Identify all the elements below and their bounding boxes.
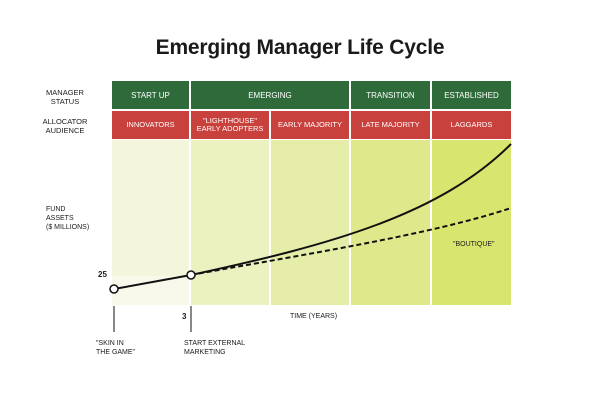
band-late-majority (351, 140, 430, 305)
audience-early-majority: EARLY MAJORITY (271, 111, 349, 139)
start-up-inner-box (112, 276, 189, 305)
manager-status-label: MANAGER STATUS (46, 88, 84, 106)
phase-established: ESTABLISHED (432, 81, 511, 109)
allocator-audience-label: ALLOCATOR AUDIENCE (42, 117, 88, 135)
phase-emerging: EMERGING (191, 81, 349, 109)
skin-in-game-label: "SKIN IN THE GAME" (96, 340, 136, 356)
band-laggards (432, 140, 511, 305)
year-3-point-marker (186, 270, 196, 280)
boutique-curve (190, 207, 512, 276)
page-title: Emerging Manager Life Cycle (155, 36, 445, 59)
phase-transition: TRANSITION (351, 81, 430, 109)
start-external-marketing-label: START EXTERNAL MARKETING (184, 340, 246, 356)
band-early-majority (271, 140, 349, 305)
start-point-marker (109, 284, 119, 294)
band-early-adopters (191, 140, 269, 305)
time-axis-label: TIME (YEARS) (290, 313, 338, 320)
audience-early-adopters: "LIGHTHOUSE" EARLY ADOPTERS (191, 111, 269, 139)
boutique-label: "BOUTIQUE" (453, 241, 495, 248)
phase-start-up: START UP (112, 81, 189, 109)
audience-innovators: INNOVATORS (112, 111, 189, 139)
y-start-value: 25 (98, 270, 107, 279)
fund-assets-label: FUND ASSETS ($ MILLIONS) (46, 206, 90, 231)
audience-laggards: LAGGARDS (432, 111, 511, 139)
x-year-mark: 3 (182, 312, 187, 321)
growth-curve (113, 143, 512, 290)
audience-late-majority: LATE MAJORITY (351, 111, 430, 139)
